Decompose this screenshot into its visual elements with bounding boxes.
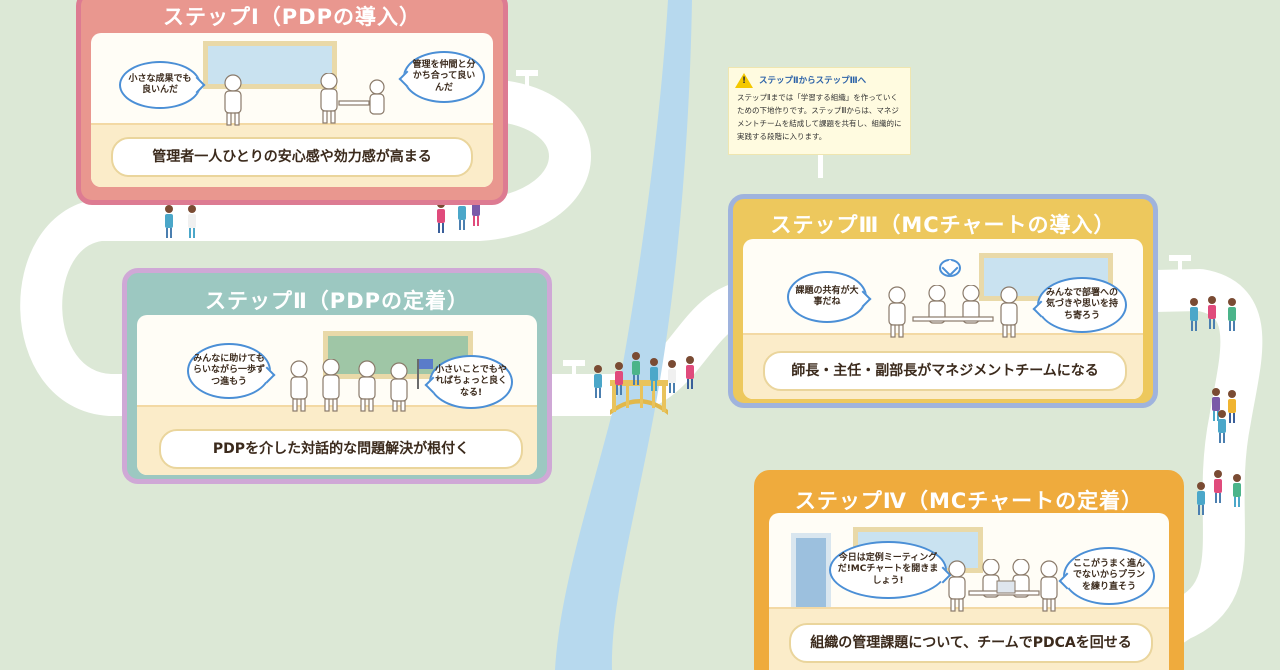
speech-bubble: みんなで部署への気づきや思いを持ち寄ろう [1037,277,1127,333]
step-scene: 小さな成果でも良いんだ 管理を仲間と分かち合って良いんだ 管理者一人ひとりの安心… [91,33,493,187]
step-title: ステップⅢ（MCチャートの導入） [770,213,1116,237]
nurse-figure [948,559,1058,612]
step-scene: 今日は定例ミーティングだ!MCチャートを開きましょう! ここがうまく進んでないか… [769,513,1169,670]
step-title: ステップⅣ（MCチャートの定着） [794,489,1144,513]
step-summary: 組織の管理課題について、チームでPDCAを回せる [789,623,1153,663]
step-summary: 管理者一人ひとりの安心感や効力感が高まる [111,137,473,177]
warning-icon: ! [735,73,753,88]
speech-bubble: 課題の共有が大事だね [787,271,867,323]
door [791,533,831,613]
step-summary: PDPを介した対話的な問題解決が根付く [159,429,523,469]
step-3-card: ステップⅢ（MCチャートの導入） 課題の共有が大事だね みんなで部署への気づきや… [728,194,1158,408]
step-4-card: ステップⅣ（MCチャートの定着） 今日は定例ミーティングだ!MCチャートを開きま… [754,470,1184,670]
signpost-icon [516,70,1191,382]
speech-bubble: 小さいことでもやればちょっと良くなる! [429,355,513,409]
speech-bubble: 小さな成果でも良いんだ [119,61,201,109]
note-title: ステップⅡからステップⅢへ [759,76,867,86]
nurse-figure [224,73,385,126]
speech-bubble: 管理を仲間と分かち合って良いんだ [403,51,485,103]
step-summary: 師長・主任・副部長がマネジメントチームになる [763,351,1127,391]
note-body: ステップⅡまでは「学習する組織」を作っていくための下地作りです。ステップⅢからは… [737,93,902,141]
step-2-card: ステップⅡ（PDPの定着） みんなに助けてもらいながら一歩ずつ進もう 小さいこと… [122,268,552,484]
nurse-figure [290,359,433,412]
speech-bubble: 今日は定例ミーティングだ!MCチャートを開きましょう! [829,541,947,599]
question-bubble: ? [939,259,961,277]
step-title: ステップⅠ（PDPの導入） [162,5,422,29]
step-1-card: ステップⅠ（PDPの導入） 小さな成果でも良いんだ 管理を仲間と分かち合って良い… [76,0,508,205]
river [555,0,692,670]
transition-note: ! ステップⅡからステップⅢへ ステップⅡまでは「学習する組織」を作っていくため… [728,67,911,155]
step-scene: 課題の共有が大事だね みんなで部署への気づきや思いを持ち寄ろう ? 師長・主任・… [743,239,1143,399]
nurse-figure [888,285,1018,338]
step-title: ステップⅡ（PDPの定着） [204,289,470,313]
speech-bubble: みんなに助けてもらいながら一歩ずつ進もう [187,343,271,399]
speech-bubble: ここがうまく進んでないからプランを練り直そう [1063,547,1155,605]
step-scene: みんなに助けてもらいながら一歩ずつ進もう 小さいことでもやればちょっと良くなる!… [137,315,537,475]
